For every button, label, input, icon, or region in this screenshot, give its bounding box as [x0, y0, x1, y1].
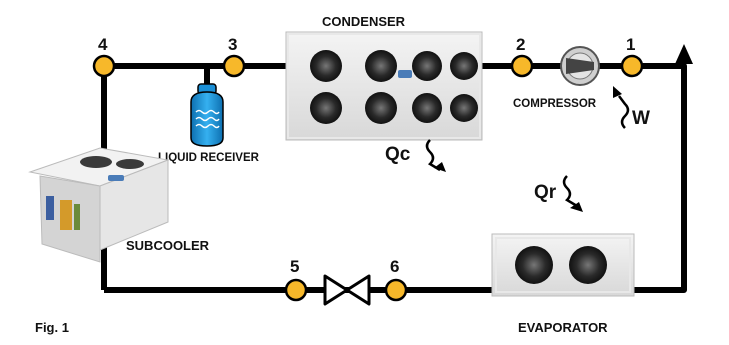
liquid-receiver-icon: [191, 84, 223, 146]
state-point-3: [224, 56, 244, 76]
condenser-label: CONDENSER: [322, 14, 406, 29]
state-point-1: [622, 56, 642, 76]
flow-arrow-up: [675, 44, 693, 64]
figure-caption: Fig. 1: [35, 320, 69, 335]
liquid-receiver-label: LIQUID RECEIVER: [158, 152, 260, 164]
subcooler-badge-icon: [108, 175, 124, 181]
subcooler-label: SUBCOOLER: [126, 238, 210, 253]
point-number-6: 6: [390, 257, 399, 276]
state-point-2: [512, 56, 532, 76]
subcooler-fan-icon: [80, 156, 112, 168]
point-number-2: 2: [516, 35, 525, 54]
w-label: W: [632, 108, 650, 129]
compressor-label: COMPRESSOR: [513, 98, 597, 110]
heat-absorption-arrow-icon: [564, 176, 577, 206]
point-number-1: 1: [626, 35, 635, 54]
work-input-arrow-icon: [619, 96, 628, 128]
evaporator-unit: [492, 234, 634, 296]
state-point-5: [286, 280, 306, 300]
qc-label: Qc: [385, 144, 411, 165]
compressor-icon: [561, 47, 599, 85]
qr-label: Qr: [534, 182, 557, 203]
evaporator-label: EVAPORATOR: [518, 320, 608, 335]
point-number-5: 5: [290, 257, 299, 276]
expansion-valve-icon: [325, 276, 369, 304]
point-number-4: 4: [98, 35, 108, 54]
condenser-unit: [286, 32, 482, 140]
state-point-6: [386, 280, 406, 300]
evaporator-fan-icon: [515, 246, 553, 284]
point-number-3: 3: [228, 35, 237, 54]
condenser-badge-icon: [398, 70, 412, 78]
state-point-4: [94, 56, 114, 76]
